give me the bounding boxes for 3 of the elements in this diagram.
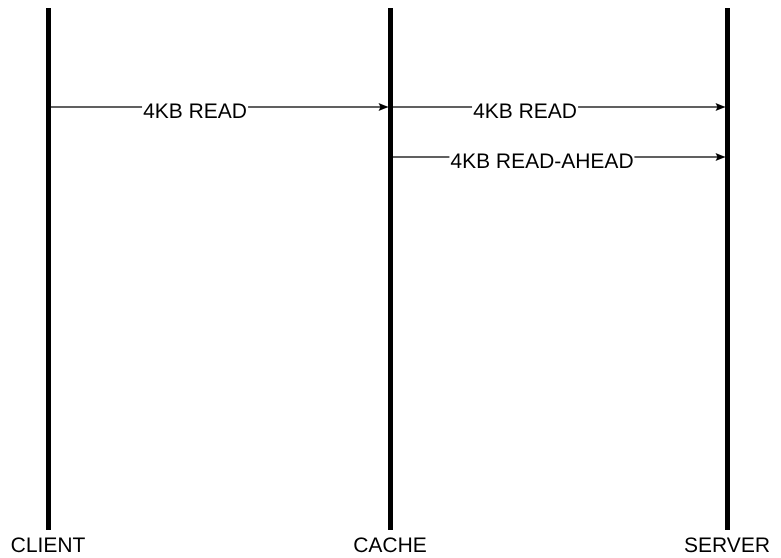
lifeline-label: CACHE	[353, 534, 427, 558]
lifeline-label: SERVER	[684, 534, 770, 558]
lifeline-label: CLIENT	[10, 534, 86, 558]
